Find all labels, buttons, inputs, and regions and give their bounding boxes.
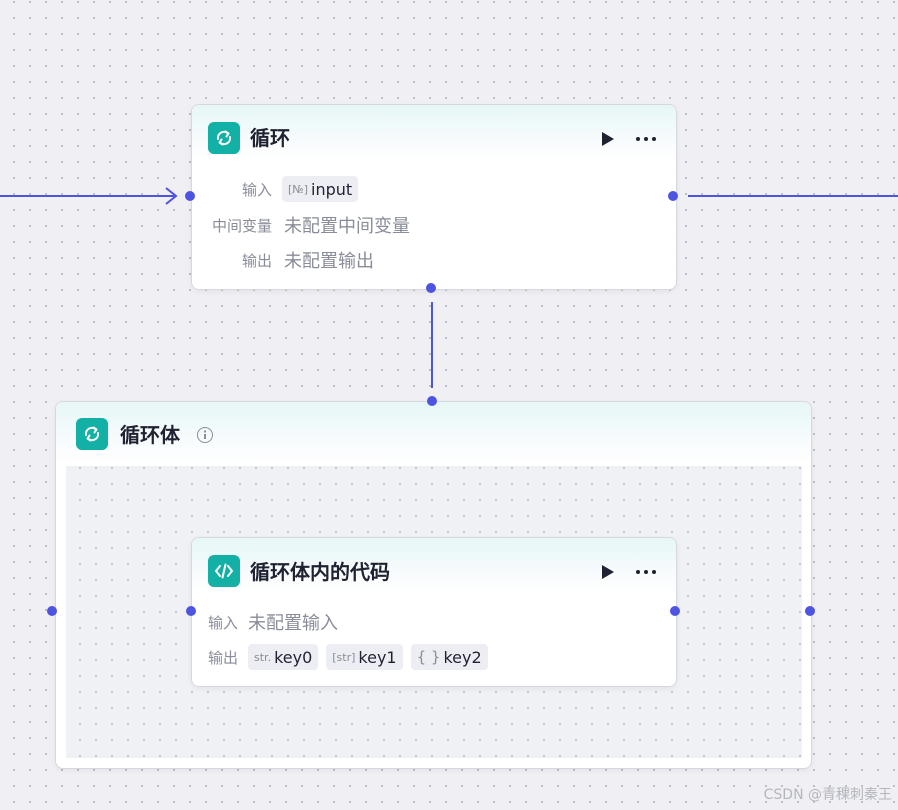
string-array-type-icon: [str] [332, 650, 356, 664]
code-icon [208, 555, 240, 587]
output-variable-name: key2 [443, 647, 482, 667]
loop-icon [208, 122, 240, 154]
code-input-port[interactable] [186, 606, 196, 616]
loop-vars-row: 中间变量 未配置中间变量 [192, 212, 410, 238]
code-input-row: 输入 未配置输入 [208, 609, 338, 635]
output-variable-tag[interactable]: str. key0 [248, 644, 319, 670]
code-node[interactable]: 循环体内的代码 输入 未配置输入 输出 str. key0 [str] key1… [191, 537, 677, 687]
code-output-row: 输出 str. key0 [str] key1 { } key2 [208, 644, 488, 670]
input-variable-name: input [311, 179, 353, 199]
loop-node[interactable]: 循环 输入 [№] input 中间变量 未配置中间变量 输出 未配置输出 [191, 104, 677, 290]
run-button[interactable] [598, 562, 618, 582]
loop-input-port[interactable] [185, 191, 195, 201]
output-label: 输出 [241, 251, 272, 270]
loop-body-header: 循环体 [56, 402, 811, 464]
more-options-button[interactable] [633, 129, 659, 149]
code-node-title: 循环体内的代码 [250, 560, 390, 584]
output-label: 输出 [208, 648, 239, 667]
loop-body-out-port[interactable] [426, 283, 436, 293]
loop-node-header: 循环 [192, 105, 676, 161]
code-node-header: 循环体内的代码 [192, 538, 676, 594]
info-icon[interactable] [197, 427, 213, 443]
output-variable-tag[interactable]: { } key2 [410, 644, 488, 670]
loop-body-right-port[interactable] [805, 606, 815, 616]
number-type-icon: [№] [288, 182, 309, 196]
output-variable-name: key1 [358, 647, 397, 667]
loop-output-port[interactable] [668, 191, 678, 201]
vars-value: 未配置中间变量 [284, 216, 410, 237]
input-label: 输入 [241, 180, 272, 199]
vars-label: 中间变量 [211, 216, 272, 235]
loop-node-title: 循环 [250, 126, 290, 150]
output-variable-name: key0 [274, 647, 313, 667]
output-value: 未配置输出 [284, 251, 374, 272]
input-variable-tag[interactable]: [№] input [282, 176, 359, 202]
run-button[interactable] [598, 129, 618, 149]
input-label: 输入 [208, 613, 239, 632]
object-type-icon: { } [416, 648, 441, 666]
string-type-icon: str. [254, 650, 272, 664]
loop-body-left-port[interactable] [47, 606, 57, 616]
output-variable-tag[interactable]: [str] key1 [326, 644, 403, 670]
input-value: 未配置输入 [248, 613, 339, 634]
arrow-head-loop-in [165, 187, 178, 205]
loop-output-row: 输出 未配置输出 [192, 247, 374, 273]
watermark: CSDN @青稞刺秦王 [763, 787, 892, 803]
loop-body-top-port[interactable] [427, 396, 437, 406]
loop-input-row: 输入 [№] input [192, 176, 359, 202]
loop-body-title: 循环体 [120, 423, 180, 447]
loop-icon [76, 418, 108, 450]
more-options-button[interactable] [633, 562, 659, 582]
code-output-port[interactable] [670, 606, 680, 616]
